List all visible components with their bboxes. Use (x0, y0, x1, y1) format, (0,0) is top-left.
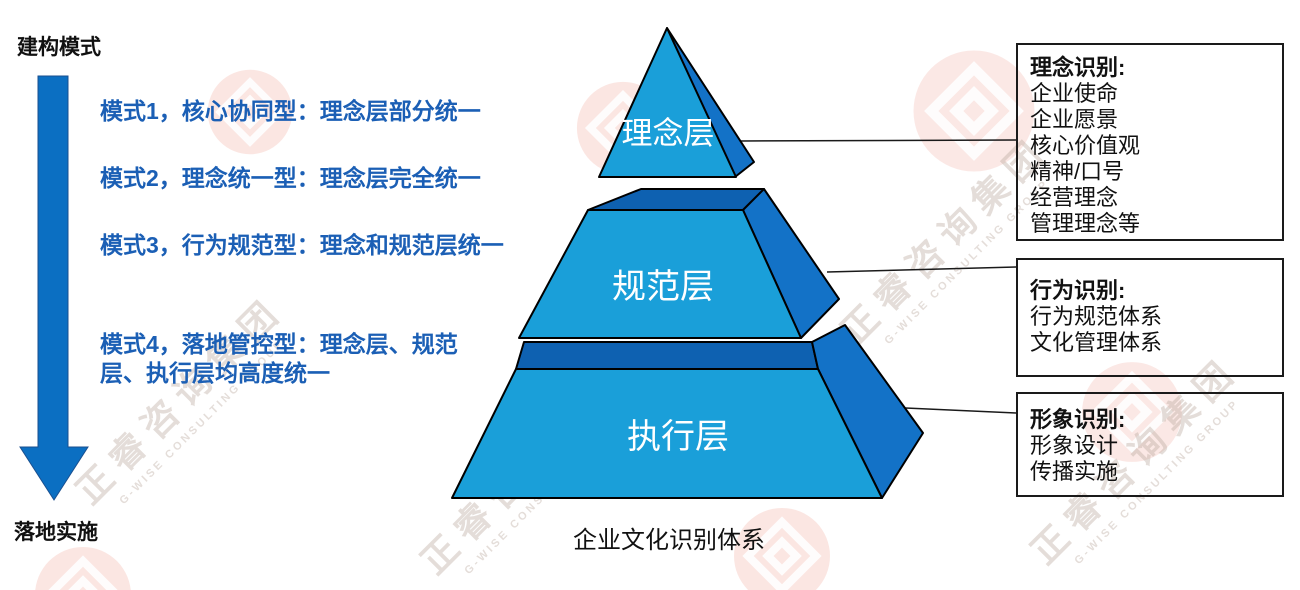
box-item: 形象设计 (1030, 433, 1119, 458)
box-item: 经营理念 (1030, 185, 1119, 210)
tier3-label: 执行层 (627, 418, 729, 456)
tier2-front-face (518, 209, 802, 339)
tier1-front-face (598, 27, 737, 178)
down-arrow (19, 75, 89, 501)
mode-1-text: 模式1，核心协同型：理念层部分统一 (100, 98, 481, 124)
box-title: 形象识别: (1030, 407, 1126, 432)
watermark-logo-icon (1082, 362, 1182, 462)
box-item: 企业愿景 (1030, 107, 1119, 132)
box-title: 理念识别: (1030, 55, 1126, 80)
watermark-logo-icon (913, 50, 1035, 172)
implementation-label: 落地实施 (14, 521, 98, 544)
mode-4-text: 模式4，落地管控型：理念层、规范层、执行层均高度统一 (100, 331, 458, 387)
box-item: 企业使命 (1030, 81, 1119, 106)
mode-2-text: 模式2，理念统一型：理念层完全统一 (100, 165, 481, 191)
behavior-identity-box: 行为识别: 行为规范体系 文化管理体系 (1016, 258, 1284, 377)
tier1-label: 理念层 (622, 116, 715, 151)
concept-identity-box: 理念识别: 企业使命 企业愿景 核心价值观 精神/口号 经营理念 管理理念等 (1016, 43, 1284, 241)
tier3-front-face (451, 368, 883, 499)
connector-line-tier1 (740, 139, 1017, 142)
tier3-top-face (515, 341, 819, 370)
box-item: 核心价值观 (1030, 133, 1141, 158)
box-title: 行为识别: (1030, 278, 1126, 303)
tier2-label: 规范层 (612, 268, 714, 306)
box-item: 精神/口号 (1030, 159, 1125, 184)
image-identity-box: 形象识别: 形象设计 传播实施 (1016, 392, 1284, 497)
pyramid-caption: 企业文化识别体系 (573, 527, 765, 554)
watermark-logo-icon (734, 508, 830, 590)
box-item: 行为规范体系 (1030, 304, 1163, 329)
mode-3-text: 模式3，行为规范型：理念和规范层统一 (100, 232, 504, 258)
box-item: 管理理念等 (1030, 211, 1141, 236)
box-item: 传播实施 (1030, 459, 1119, 484)
box-item: 文化管理体系 (1030, 330, 1163, 355)
connector-line-tier2 (826, 266, 1017, 273)
construction-mode-label: 建构模式 (17, 36, 101, 59)
tier2-top-face (587, 188, 765, 211)
watermark-logo-icon (35, 547, 131, 590)
watermark-logo-icon (207, 69, 293, 155)
